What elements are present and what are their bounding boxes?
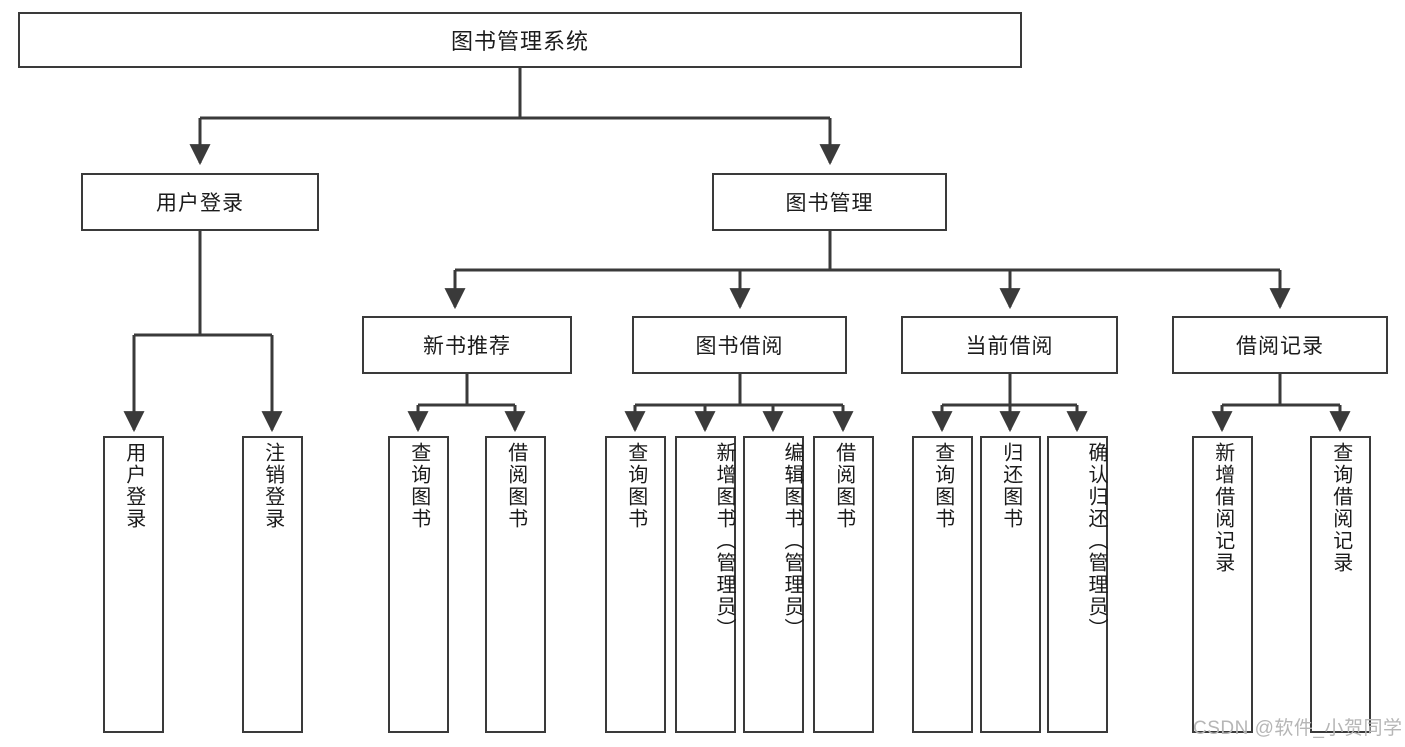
node-leaf-borrow-book-1[interactable]: 借阅图书 bbox=[485, 436, 546, 733]
node-leaf-query-book-2[interactable]: 查询图书 bbox=[605, 436, 666, 733]
node-leaf-user-login[interactable]: 用户登录 bbox=[103, 436, 164, 733]
node-book-management[interactable]: 图书管理 bbox=[712, 173, 947, 231]
node-book-borrow[interactable]: 图书借阅 bbox=[632, 316, 847, 374]
node-leaf-query-record[interactable]: 查询借阅记录 bbox=[1310, 436, 1371, 733]
node-leaf-confirm-return[interactable]: 确认归还（管理员） bbox=[1047, 436, 1108, 733]
watermark-text: CSDN @软件_小贺同学 bbox=[1193, 718, 1403, 739]
node-root[interactable]: 图书管理系统 bbox=[18, 12, 1022, 68]
node-borrow-record-label: 借阅记录 bbox=[1236, 335, 1324, 358]
node-leaf-return-book[interactable]: 归还图书 bbox=[980, 436, 1041, 733]
node-leaf-add-record-label: 新增借阅记录 bbox=[1211, 442, 1234, 574]
node-book-management-label: 图书管理 bbox=[785, 192, 874, 215]
node-current-borrow[interactable]: 当前借阅 bbox=[901, 316, 1118, 374]
node-leaf-query-record-label: 查询借阅记录 bbox=[1329, 442, 1352, 574]
node-leaf-query-book-3[interactable]: 查询图书 bbox=[912, 436, 973, 733]
node-leaf-edit-book[interactable]: 编辑图书（管理员） bbox=[743, 436, 804, 733]
node-new-book-recommend[interactable]: 新书推荐 bbox=[362, 316, 572, 374]
node-new-book-recommend-label: 新书推荐 bbox=[423, 335, 511, 358]
node-current-borrow-label: 当前借阅 bbox=[965, 335, 1054, 358]
node-leaf-borrow-book-1-label: 借阅图书 bbox=[504, 442, 527, 530]
node-leaf-confirm-return-label: 确认归还（管理员） bbox=[1085, 442, 1107, 640]
node-book-borrow-label: 图书借阅 bbox=[695, 335, 784, 358]
node-leaf-user-logout-label: 注销登录 bbox=[261, 442, 284, 530]
node-leaf-query-book-3-label: 查询图书 bbox=[931, 442, 954, 530]
node-leaf-return-book-label: 归还图书 bbox=[999, 442, 1022, 530]
node-leaf-edit-book-label: 编辑图书（管理员） bbox=[781, 442, 803, 640]
node-leaf-add-record[interactable]: 新增借阅记录 bbox=[1192, 436, 1253, 733]
node-borrow-record[interactable]: 借阅记录 bbox=[1172, 316, 1388, 374]
node-user-login[interactable]: 用户登录 bbox=[81, 173, 319, 231]
node-user-login-label: 用户登录 bbox=[156, 192, 244, 215]
node-root-label: 图书管理系统 bbox=[450, 29, 589, 54]
node-leaf-borrow-book-2-label: 借阅图书 bbox=[832, 442, 855, 530]
node-leaf-borrow-book-2[interactable]: 借阅图书 bbox=[813, 436, 874, 733]
node-leaf-user-logout[interactable]: 注销登录 bbox=[242, 436, 303, 733]
node-leaf-add-book[interactable]: 新增图书（管理员） bbox=[675, 436, 736, 733]
node-leaf-user-login-label: 用户登录 bbox=[122, 442, 145, 530]
node-leaf-query-book-1[interactable]: 查询图书 bbox=[388, 436, 449, 733]
node-leaf-add-book-label: 新增图书（管理员） bbox=[713, 442, 735, 640]
node-leaf-query-book-1-label: 查询图书 bbox=[407, 442, 430, 530]
node-leaf-query-book-2-label: 查询图书 bbox=[624, 442, 647, 530]
